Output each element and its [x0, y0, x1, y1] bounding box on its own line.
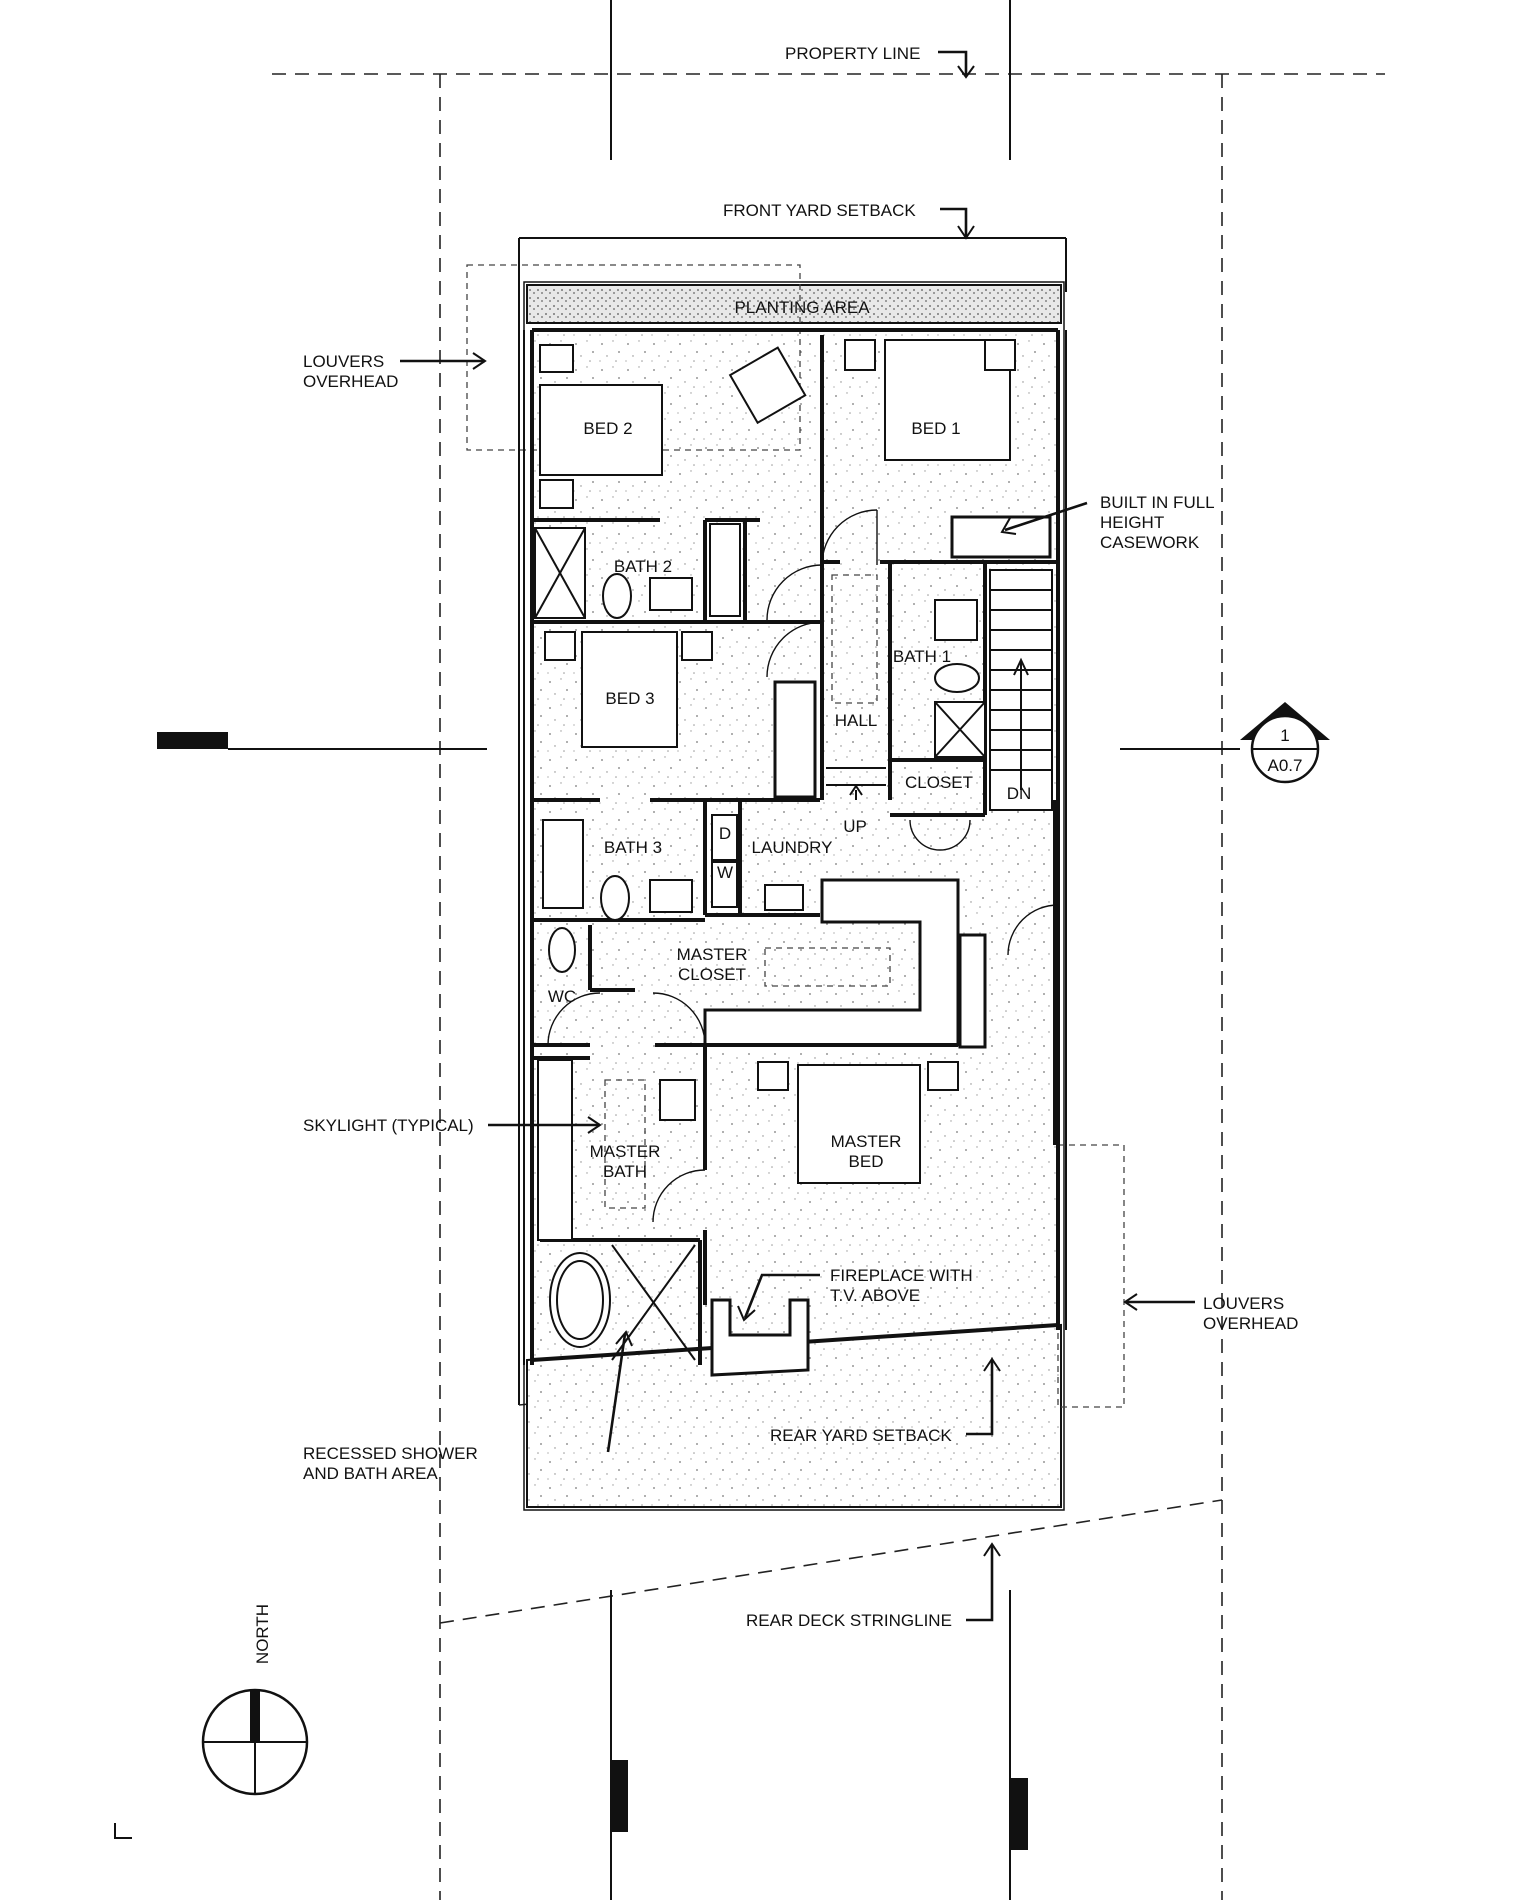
note-casework-2: HEIGHT	[1100, 513, 1164, 532]
washer	[711, 861, 738, 908]
note-property-line: PROPERTY LINE	[785, 44, 920, 63]
toilet	[602, 573, 632, 619]
room-wc: WC	[548, 987, 576, 1006]
section-sheet: A0.7	[1268, 756, 1303, 775]
room-master-bath-2: BATH	[603, 1162, 647, 1181]
doors	[547, 509, 1059, 1223]
note-louvers-nw-1: LOUVERS	[303, 352, 384, 371]
note-front-yard-setback: FRONT YARD SETBACK	[723, 201, 916, 220]
room-laundry: LAUNDRY	[752, 838, 833, 857]
room-master-bath-1: MASTER	[590, 1142, 661, 1161]
note-louvers-nw-2: OVERHEAD	[303, 372, 398, 391]
note-louvers-se-1: LOUVERS	[1203, 1294, 1284, 1313]
room-master-bed-2: BED	[849, 1152, 884, 1171]
bed-3-furniture	[581, 631, 678, 748]
bathtub	[542, 819, 584, 909]
room-bath-3: BATH 3	[604, 838, 662, 857]
stair-up-label: UP	[843, 817, 867, 836]
room-planting-area: PLANTING AREA	[734, 298, 870, 317]
room-bed-3: BED 3	[605, 689, 654, 708]
fireplace	[710, 1298, 810, 1377]
room-bath-2: BATH 2	[614, 557, 672, 576]
room-bath-1: BATH 1	[893, 647, 951, 666]
stair-down-label: DN	[1007, 784, 1032, 803]
section-marker: 1 A0.7	[1240, 702, 1330, 784]
sink	[764, 884, 804, 911]
annotations: PROPERTY LINE FRONT YARD SETBACK LOUVERS…	[303, 44, 1298, 1630]
built-in-casework	[950, 515, 1052, 559]
note-fireplace-2: T.V. ABOVE	[830, 1286, 920, 1305]
note-recessed-2: AND BATH AREA	[303, 1464, 438, 1483]
toilet	[600, 875, 630, 921]
walls	[523, 328, 1067, 1377]
sink	[649, 879, 693, 913]
stair	[989, 569, 1053, 811]
note-casework-1: BUILT IN FULL	[1100, 493, 1215, 512]
room-dryer: D	[719, 824, 731, 843]
note-recessed-1: RECESSED SHOWER	[303, 1444, 478, 1463]
corner-mark	[114, 1823, 132, 1839]
note-rear-deck-stringline: REAR DECK STRINGLINE	[746, 1611, 952, 1630]
north-label: NORTH	[253, 1604, 272, 1664]
note-louvers-se-2: OVERHEAD	[1203, 1314, 1298, 1333]
section-cut-marker	[157, 732, 228, 749]
toilet	[934, 663, 980, 693]
north-arrow: NORTH	[114, 1604, 309, 1839]
room-master-closet-1: MASTER	[677, 945, 748, 964]
toilet	[548, 927, 576, 973]
skylight	[764, 947, 891, 987]
note-rear-yard-setback: REAR YARD SETBACK	[770, 1426, 952, 1445]
note-casework-3: CASEWORK	[1100, 533, 1200, 552]
site-lines	[157, 0, 1385, 1900]
sink	[649, 577, 693, 611]
master-closet-casework	[703, 878, 960, 1047]
room-master-closet-2: CLOSET	[678, 965, 746, 984]
room-labels: PLANTING AREA BED 2 BED 1 BATH 2 BATH 1 …	[548, 298, 1031, 1181]
leaders	[400, 50, 1195, 1622]
planting-area	[526, 284, 1062, 324]
chair	[728, 346, 807, 425]
master-bed-furniture	[797, 1064, 921, 1184]
skylight	[831, 574, 878, 704]
grid-marker	[611, 1760, 628, 1832]
room-bed-1: BED 1	[911, 419, 960, 438]
room-washer: W	[717, 863, 733, 882]
room-hall: HALL	[835, 711, 878, 730]
fixtures	[534, 339, 1016, 1361]
rear-deck-stringline	[439, 1499, 1223, 1624]
room-bed-2: BED 2	[583, 419, 632, 438]
room-master-bed-1: MASTER	[831, 1132, 902, 1151]
note-skylight: SKYLIGHT (TYPICAL)	[303, 1116, 474, 1135]
bed-2-furniture	[539, 384, 663, 476]
grid-marker	[1010, 1778, 1028, 1850]
room-closet: CLOSET	[905, 773, 973, 792]
note-fireplace-1: FIREPLACE WITH	[830, 1266, 973, 1285]
louvers-overhead-se	[1057, 1144, 1125, 1408]
section-number: 1	[1280, 726, 1289, 745]
sink	[934, 599, 978, 641]
dryer	[711, 814, 738, 861]
skylight	[604, 1079, 646, 1209]
